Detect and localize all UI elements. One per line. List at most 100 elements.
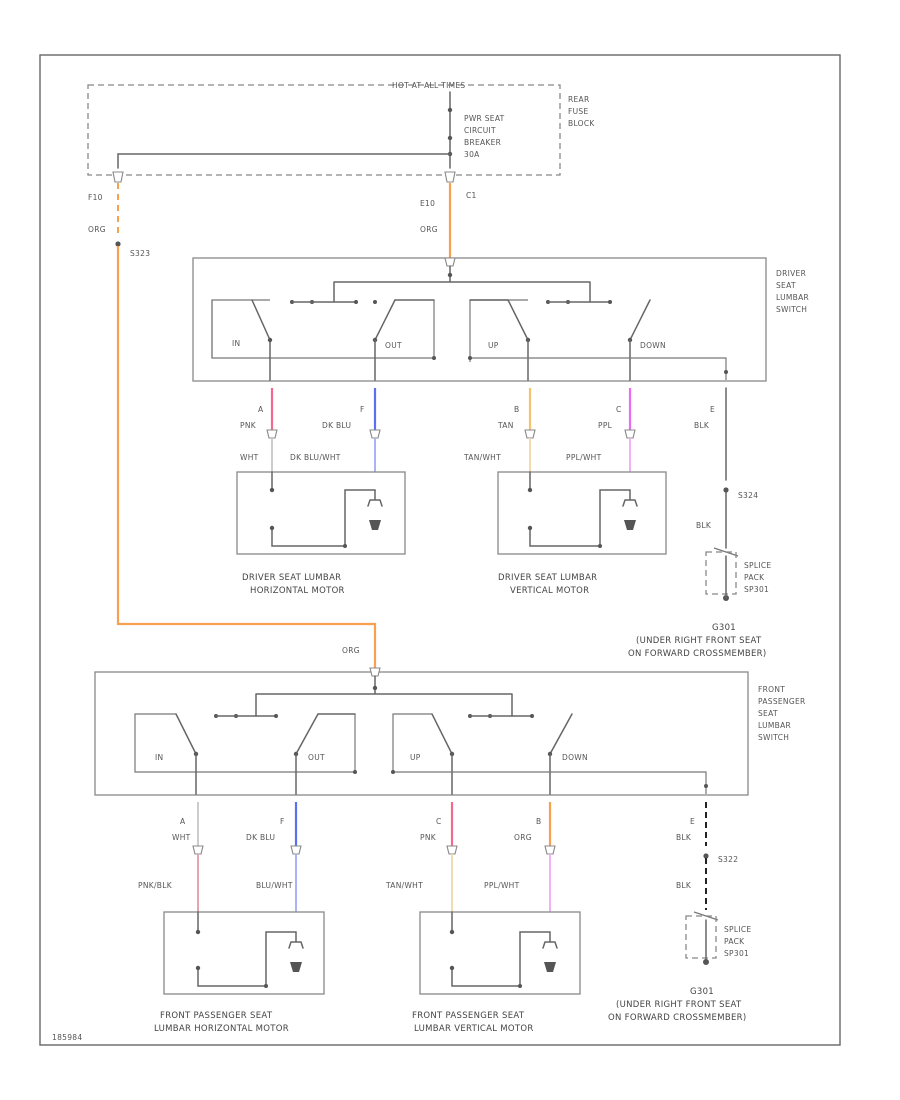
splice-s323: S323	[130, 249, 150, 258]
orange-feed-passenger: ORG S323 ORG	[88, 183, 377, 670]
pass-ground-desc-2: ON FORWARD CROSSMEMBER)	[608, 1013, 746, 1023]
driver-pin-a: A	[258, 405, 264, 414]
pass-switch-out: OUT	[308, 753, 325, 762]
pass-pin-f: F	[280, 817, 285, 826]
driver-pin-e: E	[710, 405, 715, 414]
driver-splice-pack-1: SPLICE	[744, 561, 771, 570]
pass-wire-org: ORG	[514, 833, 532, 842]
driver-wire-pnk: PNK	[240, 421, 257, 430]
pass-h-motor-caption-1: FRONT PASSENGER SEAT	[160, 1011, 273, 1021]
pass-switch-down: DOWN	[562, 753, 588, 762]
driver-switch-out: OUT	[385, 341, 402, 350]
fuse-pin-right-connector	[444, 171, 456, 183]
driver-switch-label-4: SWITCH	[776, 305, 807, 314]
pass-wire-blk-bottom: BLK	[676, 881, 692, 890]
pass-switch-label-5: SWITCH	[758, 733, 789, 742]
pass-h-wire-right: BLU/WHT	[256, 881, 293, 890]
driver-wire-dkblu: DK BLU	[322, 421, 351, 430]
fuse-pin-right: E10	[420, 199, 435, 208]
fuse-pin-left: F10	[88, 193, 103, 202]
fuse-block-label-3: BLOCK	[568, 119, 595, 128]
driver-h-wire-left: WHT	[240, 453, 259, 462]
driver-pin-c: C	[616, 405, 622, 414]
driver-v-wire-right: PPL/WHT	[566, 453, 602, 462]
hot-at-all-times-label: HOT AT ALL TIMES	[392, 81, 465, 90]
fuse-pin-right-sub: C1	[466, 191, 477, 200]
diagram-frame	[39, 54, 841, 1046]
pass-switch-label-2: PASSENGER	[758, 697, 806, 706]
driver-h-wire-right: DK BLU/WHT	[290, 453, 341, 462]
driver-ground: S324 BLK SPLICE PACK SP301 G301 (UNDER R…	[628, 487, 771, 659]
pass-pin-a: A	[180, 817, 186, 826]
driver-wire-ppl: PPL	[598, 421, 613, 430]
driver-switch-wires: A F B C E PNK DK BLU TAN PPL BLK WHT DK …	[240, 387, 727, 481]
pass-switch-label-3: SEAT	[758, 709, 778, 718]
pass-splice-pack-1: SPLICE	[724, 925, 751, 934]
passenger-vertical-motor: FRONT PASSENGER SEAT LUMBAR VERTICAL MOT…	[412, 911, 581, 1034]
driver-pin-b: B	[514, 405, 519, 414]
fuse-pin-left-connector	[112, 171, 124, 183]
pass-wire-wht: WHT	[172, 833, 191, 842]
pass-pin-e: E	[690, 817, 695, 826]
pass-wire-pnk: PNK	[420, 833, 437, 842]
pass-splice-s322: S322	[718, 855, 738, 864]
driver-ground-g301: G301	[712, 623, 736, 633]
driver-switch-in: IN	[232, 339, 240, 348]
pass-ground-g301: G301	[690, 987, 714, 997]
fuse-block-label-2: FUSE	[568, 107, 589, 116]
pass-wire-dkblu: DK BLU	[246, 833, 275, 842]
driver-v-motor-caption-1: DRIVER SEAT LUMBAR	[498, 573, 597, 583]
driver-ground-wire: BLK	[696, 521, 712, 530]
pass-v-motor-caption-2: LUMBAR VERTICAL MOTOR	[414, 1024, 534, 1034]
diagram-id: 185984	[52, 1033, 82, 1042]
driver-splice-s324: S324	[738, 491, 758, 500]
org-wire-label-b: ORG	[420, 225, 438, 234]
driver-splice-pack-2: PACK	[744, 573, 765, 582]
passenger-switch-wires: A F C B E WHT DK BLU PNK ORG BLK PNK/BLK…	[138, 802, 707, 912]
breaker-label-4: 30A	[464, 150, 480, 159]
breaker-label-1: PWR SEAT	[464, 114, 505, 123]
breaker-label-3: BREAKER	[464, 138, 501, 147]
driver-switch-label-2: SEAT	[776, 281, 796, 290]
passenger-ground: S322 BLK SPLICE PACK SP301 G301 (UNDER R…	[608, 853, 751, 1023]
fuse-block: HOT AT ALL TIMES PWR SEAT CIRCUIT BREAKE…	[87, 81, 595, 208]
pass-v-wire-left: TAN/WHT	[385, 881, 423, 890]
driver-switch-label-1: DRIVER	[776, 269, 806, 278]
pass-switch-label-1: FRONT	[758, 685, 785, 694]
breaker-label-2: CIRCUIT	[464, 126, 496, 135]
driver-wire-blk: BLK	[694, 421, 710, 430]
driver-v-motor-caption-2: VERTICAL MOTOR	[510, 586, 589, 596]
pass-wire-blk-top: BLK	[676, 833, 692, 842]
driver-splice-pack-3: SP301	[744, 585, 769, 594]
pass-pin-c: C	[436, 817, 442, 826]
passenger-lumbar-switch: FRONT PASSENGER SEAT LUMBAR SWITCH IN OU…	[94, 667, 806, 796]
pass-v-motor-caption-1: FRONT PASSENGER SEAT	[412, 1011, 525, 1021]
driver-horizontal-motor: DRIVER SEAT LUMBAR HORIZONTAL MOTOR	[236, 471, 406, 596]
orange-feed-driver: ORG	[420, 183, 452, 258]
driver-pin-f: F	[360, 405, 365, 414]
driver-wire-tan: TAN	[497, 421, 514, 430]
driver-v-wire-left: TAN/WHT	[463, 453, 501, 462]
driver-h-motor-caption-1: DRIVER SEAT LUMBAR	[242, 573, 341, 583]
driver-switch-up: UP	[488, 341, 499, 350]
pass-ground-desc-1: (UNDER RIGHT FRONT SEAT	[616, 1000, 742, 1010]
pass-pin-b: B	[536, 817, 541, 826]
pass-switch-up: UP	[410, 753, 421, 762]
pass-splice-pack-3: SP301	[724, 949, 749, 958]
driver-switch-label-3: LUMBAR	[776, 293, 809, 302]
driver-switch-down: DOWN	[640, 341, 666, 350]
pass-splice-pack-2: PACK	[724, 937, 745, 946]
driver-lumbar-switch: DRIVER SEAT LUMBAR SWITCH IN OUT	[192, 257, 809, 382]
pass-v-wire-right: PPL/WHT	[484, 881, 520, 890]
fuse-block-label-1: REAR	[568, 95, 590, 104]
org-wire-label-a: ORG	[88, 225, 106, 234]
pass-h-wire-left: PNK/BLK	[138, 881, 173, 890]
driver-ground-desc-1: (UNDER RIGHT FRONT SEAT	[636, 636, 762, 646]
pass-switch-label-4: LUMBAR	[758, 721, 791, 730]
org-wire-label-c: ORG	[342, 646, 360, 655]
pass-h-motor-caption-2: LUMBAR HORIZONTAL MOTOR	[154, 1024, 289, 1034]
passenger-horizontal-motor: FRONT PASSENGER SEAT LUMBAR HORIZONTAL M…	[154, 911, 325, 1034]
driver-h-motor-caption-2: HORIZONTAL MOTOR	[250, 586, 345, 596]
pass-switch-in: IN	[155, 753, 163, 762]
